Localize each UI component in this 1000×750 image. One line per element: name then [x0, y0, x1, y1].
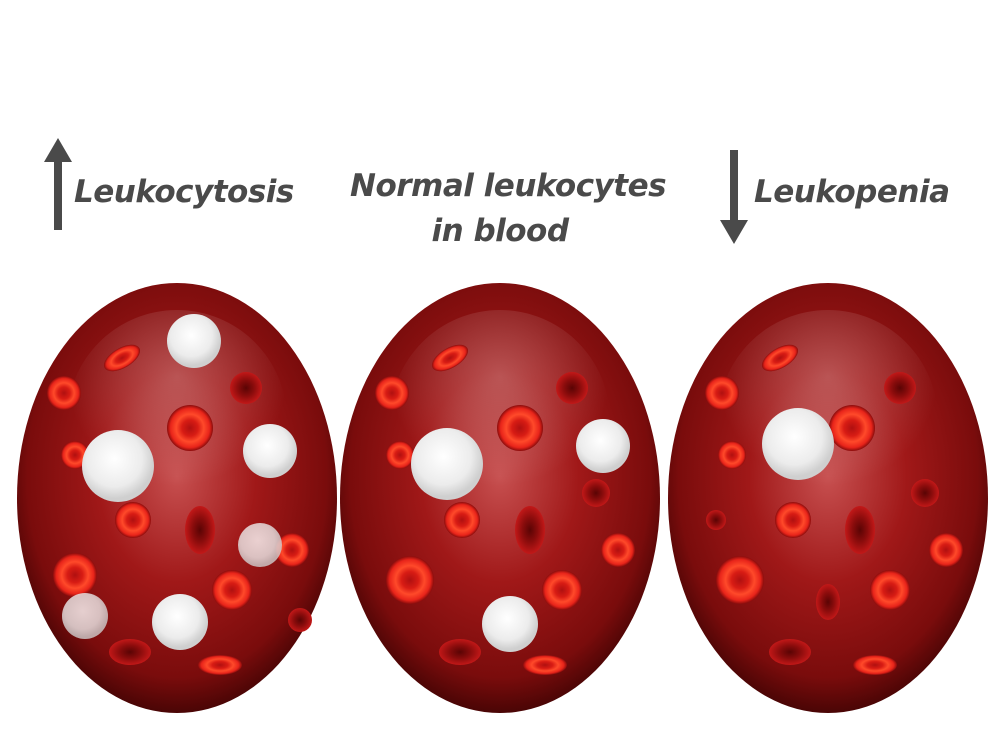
normal-label-line2: in blood: [431, 213, 569, 249]
panel-leukocytosis: [17, 283, 337, 713]
red-cells: [47, 344, 312, 675]
white-cells: [762, 408, 834, 480]
red-cells: [705, 344, 963, 675]
red-cells: [375, 344, 635, 675]
normal-label-line1: Normal leukocytes: [350, 168, 667, 204]
down-arrow-icon: [720, 150, 748, 244]
leukopenia-label: Leukopenia: [754, 174, 950, 210]
panel-leukopenia: [668, 283, 988, 713]
white-cells: [411, 419, 630, 652]
up-arrow-icon: [44, 138, 72, 230]
leukocytosis-label: Leukocytosis: [74, 174, 294, 210]
panel-normal: [340, 283, 660, 713]
normal-leukocytes-label: Normal leukocytes in blood: [350, 164, 667, 254]
white-cells: [62, 314, 297, 650]
